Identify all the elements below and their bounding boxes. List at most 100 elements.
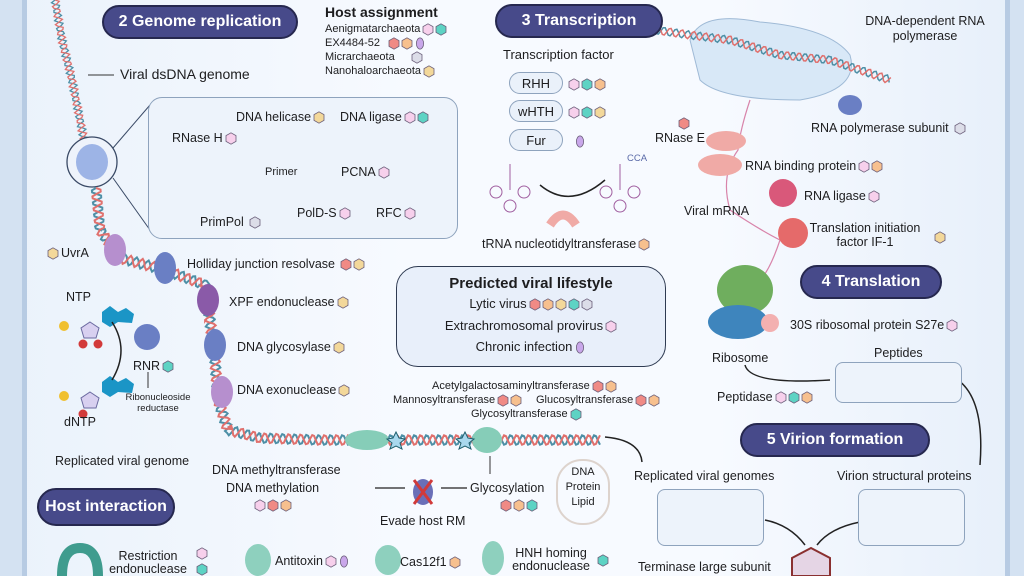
teal-hexagon-icon bbox=[162, 360, 174, 373]
arrow-to-structural bbox=[957, 379, 982, 466]
orange-hexagon-icon bbox=[871, 160, 883, 173]
yellow-hexagon-icon bbox=[353, 258, 365, 271]
pink-hexagon-icon bbox=[378, 166, 390, 179]
lifestyle-title: Predicted viral lifestyle bbox=[449, 275, 613, 292]
yellow-hexagon-icon bbox=[47, 247, 59, 260]
cell-membrane-right bbox=[1005, 0, 1024, 576]
capsid-icon bbox=[791, 546, 831, 576]
glycosylation-hosts bbox=[400, 497, 538, 515]
orange-hexagon-icon bbox=[648, 393, 660, 407]
host-markers bbox=[954, 122, 966, 135]
teal-hexagon-icon bbox=[597, 554, 609, 567]
glycan-star bbox=[385, 430, 407, 450]
host-markers bbox=[411, 50, 423, 64]
methyltransferase-protein bbox=[345, 430, 389, 450]
host-markers bbox=[404, 207, 416, 220]
yellow-hexagon-icon bbox=[423, 64, 435, 78]
host-markers bbox=[574, 341, 586, 354]
rnr-protein bbox=[134, 324, 160, 350]
host-markers bbox=[946, 319, 958, 332]
lifestyle-panel bbox=[396, 266, 666, 367]
repair-protein bbox=[197, 284, 219, 316]
orange-hexagon-icon bbox=[542, 298, 554, 311]
label-text: Acetylgalactosaminyltransferase bbox=[432, 380, 590, 392]
label-text: DNA glycosylase bbox=[237, 340, 331, 354]
rna-binding-protein-shape bbox=[698, 154, 742, 176]
dntp-label: dNTP bbox=[64, 415, 96, 429]
host-markers bbox=[423, 64, 435, 78]
dna-protein-lipid-oval bbox=[556, 459, 610, 525]
host-markers bbox=[934, 231, 946, 244]
label-text: Peptidase bbox=[717, 390, 773, 404]
red-hexagon-icon bbox=[592, 379, 604, 393]
pink-hexagon-icon bbox=[868, 190, 880, 203]
trna-loop bbox=[613, 199, 627, 213]
primpol-label: PrimPol bbox=[200, 215, 261, 229]
pink-hexagon-icon bbox=[404, 207, 416, 220]
label-text: Glucosyltransferase bbox=[536, 394, 634, 406]
legend-item: Nanohaloarchaeota bbox=[325, 64, 435, 78]
ribosome-label: Ribosome bbox=[712, 351, 769, 365]
host-markers bbox=[529, 298, 593, 311]
translation-initiation-factor-label: Translation initiation factor IF-1 bbox=[809, 221, 921, 249]
cas12f1-label: Cas12f1 bbox=[400, 555, 461, 569]
pink-hexagon-icon bbox=[196, 547, 208, 560]
orange-hexagon-icon bbox=[801, 391, 813, 404]
dna-methyltransferase-label: DNA methyltransferase bbox=[212, 463, 341, 477]
label-text: DNA exonuclease bbox=[237, 383, 337, 397]
lifestyle-provirus: Extrachromosomal provirus bbox=[396, 319, 666, 333]
red-hexagon-icon bbox=[529, 298, 541, 311]
rnap-subunit-protein bbox=[838, 95, 862, 115]
mannosyltransferase-label: Mannosyltransferase bbox=[393, 393, 522, 407]
pink-hexagon-icon bbox=[225, 132, 237, 145]
ribonucleoside-reductase-label: Ribonucleoside reductase bbox=[125, 392, 191, 414]
repair-protein bbox=[104, 234, 126, 266]
peptidase-label: Peptidase bbox=[717, 390, 813, 404]
host-markers bbox=[325, 555, 350, 568]
label-text: Mannosyltransferase bbox=[393, 394, 496, 406]
viral-dsdna-genome-label: Viral dsDNA genome bbox=[120, 66, 250, 82]
pold-s-label: PolD-S bbox=[297, 206, 351, 220]
host-markers bbox=[162, 360, 174, 373]
tf-whth: wHTH bbox=[509, 100, 563, 122]
host-markers bbox=[497, 393, 522, 407]
host-markers bbox=[449, 556, 461, 569]
pink-hexagon-icon bbox=[325, 555, 337, 568]
legend-title: Host assignment bbox=[325, 4, 438, 20]
yellow-hexagon-icon bbox=[555, 298, 567, 311]
host-markers bbox=[638, 238, 650, 251]
red-hexagon-icon bbox=[678, 117, 690, 130]
zoom-line-bottom bbox=[112, 177, 151, 231]
ribosome-small-subunit bbox=[708, 305, 768, 339]
pink-hexagon-icon bbox=[254, 499, 266, 512]
host-markers bbox=[678, 117, 690, 130]
cca-label: CCA bbox=[627, 153, 648, 164]
repair-protein bbox=[154, 252, 176, 284]
teal-hexagon-icon bbox=[788, 391, 800, 404]
arrow-genome-to-capsid bbox=[764, 519, 806, 546]
yellow-hexagon-icon bbox=[934, 231, 946, 244]
rna-ligase-label: RNA ligase bbox=[804, 189, 880, 203]
antitoxin-label: Antitoxin bbox=[275, 554, 350, 568]
restriction-endonuclease-label: Restriction endonuclease bbox=[109, 549, 187, 576]
label-text: Antitoxin bbox=[275, 554, 323, 568]
sugar-ring bbox=[80, 391, 100, 409]
hnh-protein bbox=[482, 541, 504, 575]
glycosyltransferase-protein bbox=[472, 427, 502, 453]
host-markers bbox=[574, 135, 586, 148]
pink-hexagon-icon bbox=[568, 106, 580, 119]
host-markers bbox=[635, 393, 660, 407]
hydroxyl bbox=[78, 339, 88, 349]
hnh-hosts bbox=[595, 552, 609, 570]
pink-hexagon-icon bbox=[605, 320, 617, 333]
structural-proteins-box bbox=[858, 489, 965, 546]
host-markers bbox=[605, 320, 617, 333]
phosphate bbox=[59, 391, 69, 401]
host-markers bbox=[313, 111, 325, 124]
rna-polymerase-label: DNA-dependent RNA polymerase bbox=[865, 14, 985, 43]
orange-hexagon-icon bbox=[280, 499, 292, 512]
trna-arrow bbox=[539, 179, 606, 198]
rnase-e-protein bbox=[706, 131, 746, 151]
orange-hexagon-icon bbox=[594, 78, 606, 91]
host-markers bbox=[570, 407, 582, 421]
